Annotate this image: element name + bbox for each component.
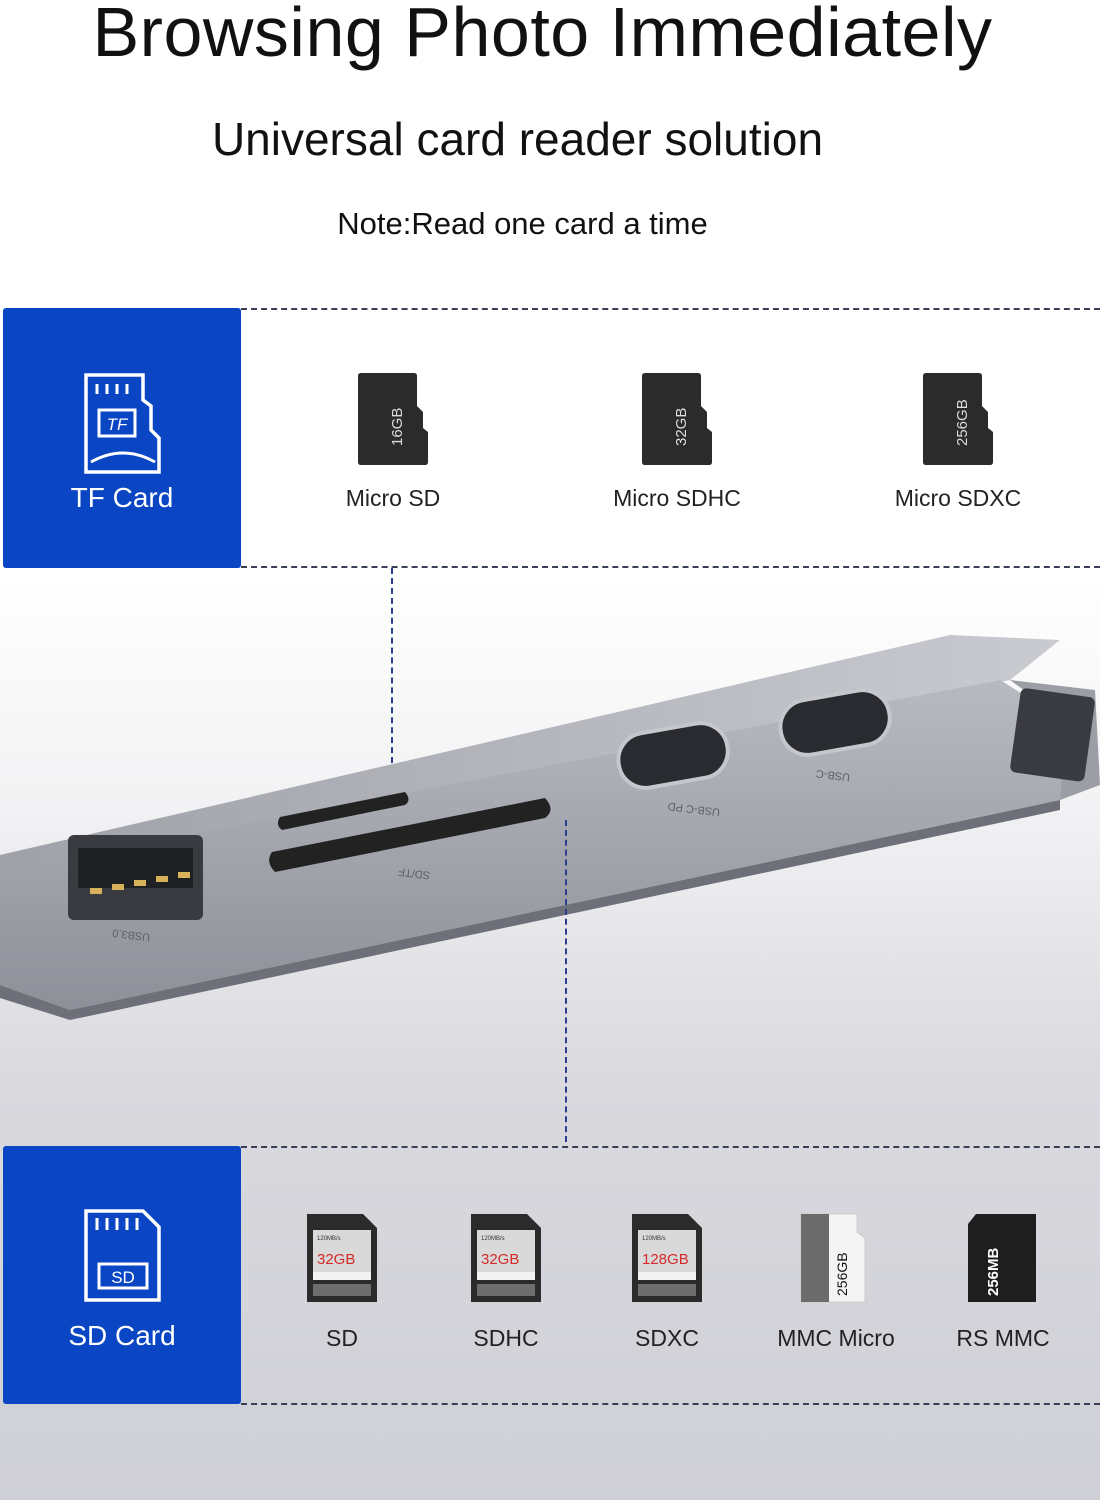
svg-text:128GB: 128GB (642, 1251, 689, 1268)
svg-text:120MB/s: 120MB/s (642, 1236, 666, 1242)
tf-card-label: TF Card (70, 482, 174, 513)
tf-type-label: Micro SDHC (613, 485, 741, 511)
svg-text:120MB/s: 120MB/s (317, 1236, 341, 1242)
svg-text:USB3.0: USB3.0 (112, 926, 151, 943)
micro-sd-card-image: 16GB (358, 373, 428, 465)
guide-line (391, 568, 393, 773)
svg-text:256GB: 256GB (954, 399, 971, 446)
sd-type-label: MMC Micro (777, 1325, 895, 1351)
divider (241, 566, 1100, 568)
rs-mmc-card-image: 256MB (968, 1214, 1036, 1302)
tf-card-icon: TF (84, 373, 161, 474)
sd-type-label: SDXC (635, 1325, 699, 1351)
divider (241, 1146, 1100, 1148)
tf-slot (277, 792, 409, 830)
tf-type-label: Micro SDXC (894, 485, 1022, 511)
tf-card-panel: TF TF Card (3, 308, 241, 568)
usb-a-port-side (1010, 688, 1095, 782)
divider (241, 308, 1100, 310)
svg-text:SD/TF: SD/TF (397, 865, 430, 881)
usb-c-hub-device: USB3.0 SD/TF USB-C PD USB-C (0, 635, 1100, 1020)
svg-text:16GB: 16GB (389, 408, 406, 446)
sd-type-label: SD (326, 1325, 358, 1351)
sd-card-image: 120MB/s 32GB (471, 1214, 541, 1302)
sd-type-label: SDHC (473, 1325, 539, 1351)
svg-text:32GB: 32GB (673, 408, 690, 446)
svg-text:256MB: 256MB (985, 1247, 1002, 1296)
sd-type-label: RS MMC (956, 1325, 1050, 1351)
usb-c-port (778, 688, 892, 757)
svg-text:SD: SD (111, 1268, 135, 1287)
svg-text:120MB/s: 120MB/s (481, 1236, 505, 1242)
mmc-micro-card-image: 256GB (800, 1213, 866, 1303)
svg-text:TF: TF (107, 415, 129, 434)
guide-line (565, 820, 567, 1142)
note: Note:Read one card a time (337, 206, 708, 241)
sd-card-panel: SD SD Card (3, 1146, 241, 1404)
micro-sd-card-image: 256GB (923, 373, 993, 465)
usb-c-pd-port (616, 721, 730, 790)
page-title: Browsing Photo Immediately (92, 0, 993, 71)
svg-text:32GB: 32GB (481, 1251, 519, 1268)
sd-card-image: 120MB/s 32GB (307, 1214, 377, 1302)
tf-type-label: Micro SD (345, 485, 441, 511)
sd-slot (269, 798, 551, 872)
sd-card-label: SD Card (68, 1320, 176, 1351)
subtitle: Universal card reader solution (211, 113, 824, 165)
sd-card-image: 120MB/s 128GB (632, 1214, 702, 1302)
sd-card-icon: SD (84, 1209, 161, 1302)
micro-sd-card-image: 32GB (642, 373, 712, 465)
svg-text:32GB: 32GB (317, 1251, 355, 1268)
divider (241, 1403, 1100, 1405)
svg-text:USB-C: USB-C (815, 767, 850, 783)
svg-text:256GB: 256GB (834, 1252, 850, 1296)
